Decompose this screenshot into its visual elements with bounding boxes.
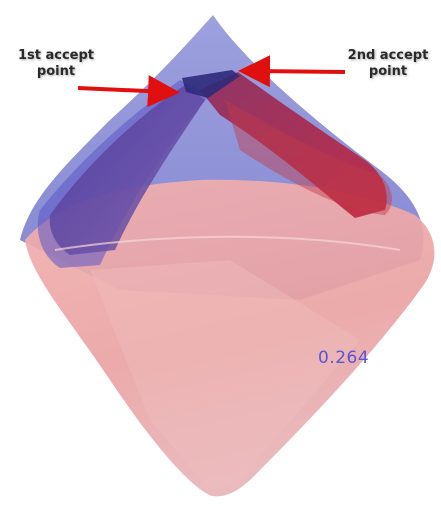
dark-blue-wedge (49, 85, 205, 255)
arrow-to-first-point (77, 75, 180, 108)
right-red-band (225, 100, 392, 215)
second-accept-point-label: 2nd accept point (336, 48, 440, 80)
value-readout: 0.264 (318, 348, 370, 368)
apex-cap (182, 70, 240, 98)
first-label-line2: point (36, 64, 76, 79)
second-label-line2: point (368, 64, 408, 79)
first-label-line1: 1st accept (17, 48, 95, 63)
first-accept-point-label: 1st accept point (2, 48, 110, 80)
body-highlight (54, 235, 401, 251)
lower-facet-shade (90, 260, 360, 490)
second-label-line1: 2nd accept (347, 48, 429, 63)
red-solid-body (25, 179, 435, 497)
arrow-to-second-point (238, 55, 346, 88)
dark-red-wedge (200, 72, 387, 218)
